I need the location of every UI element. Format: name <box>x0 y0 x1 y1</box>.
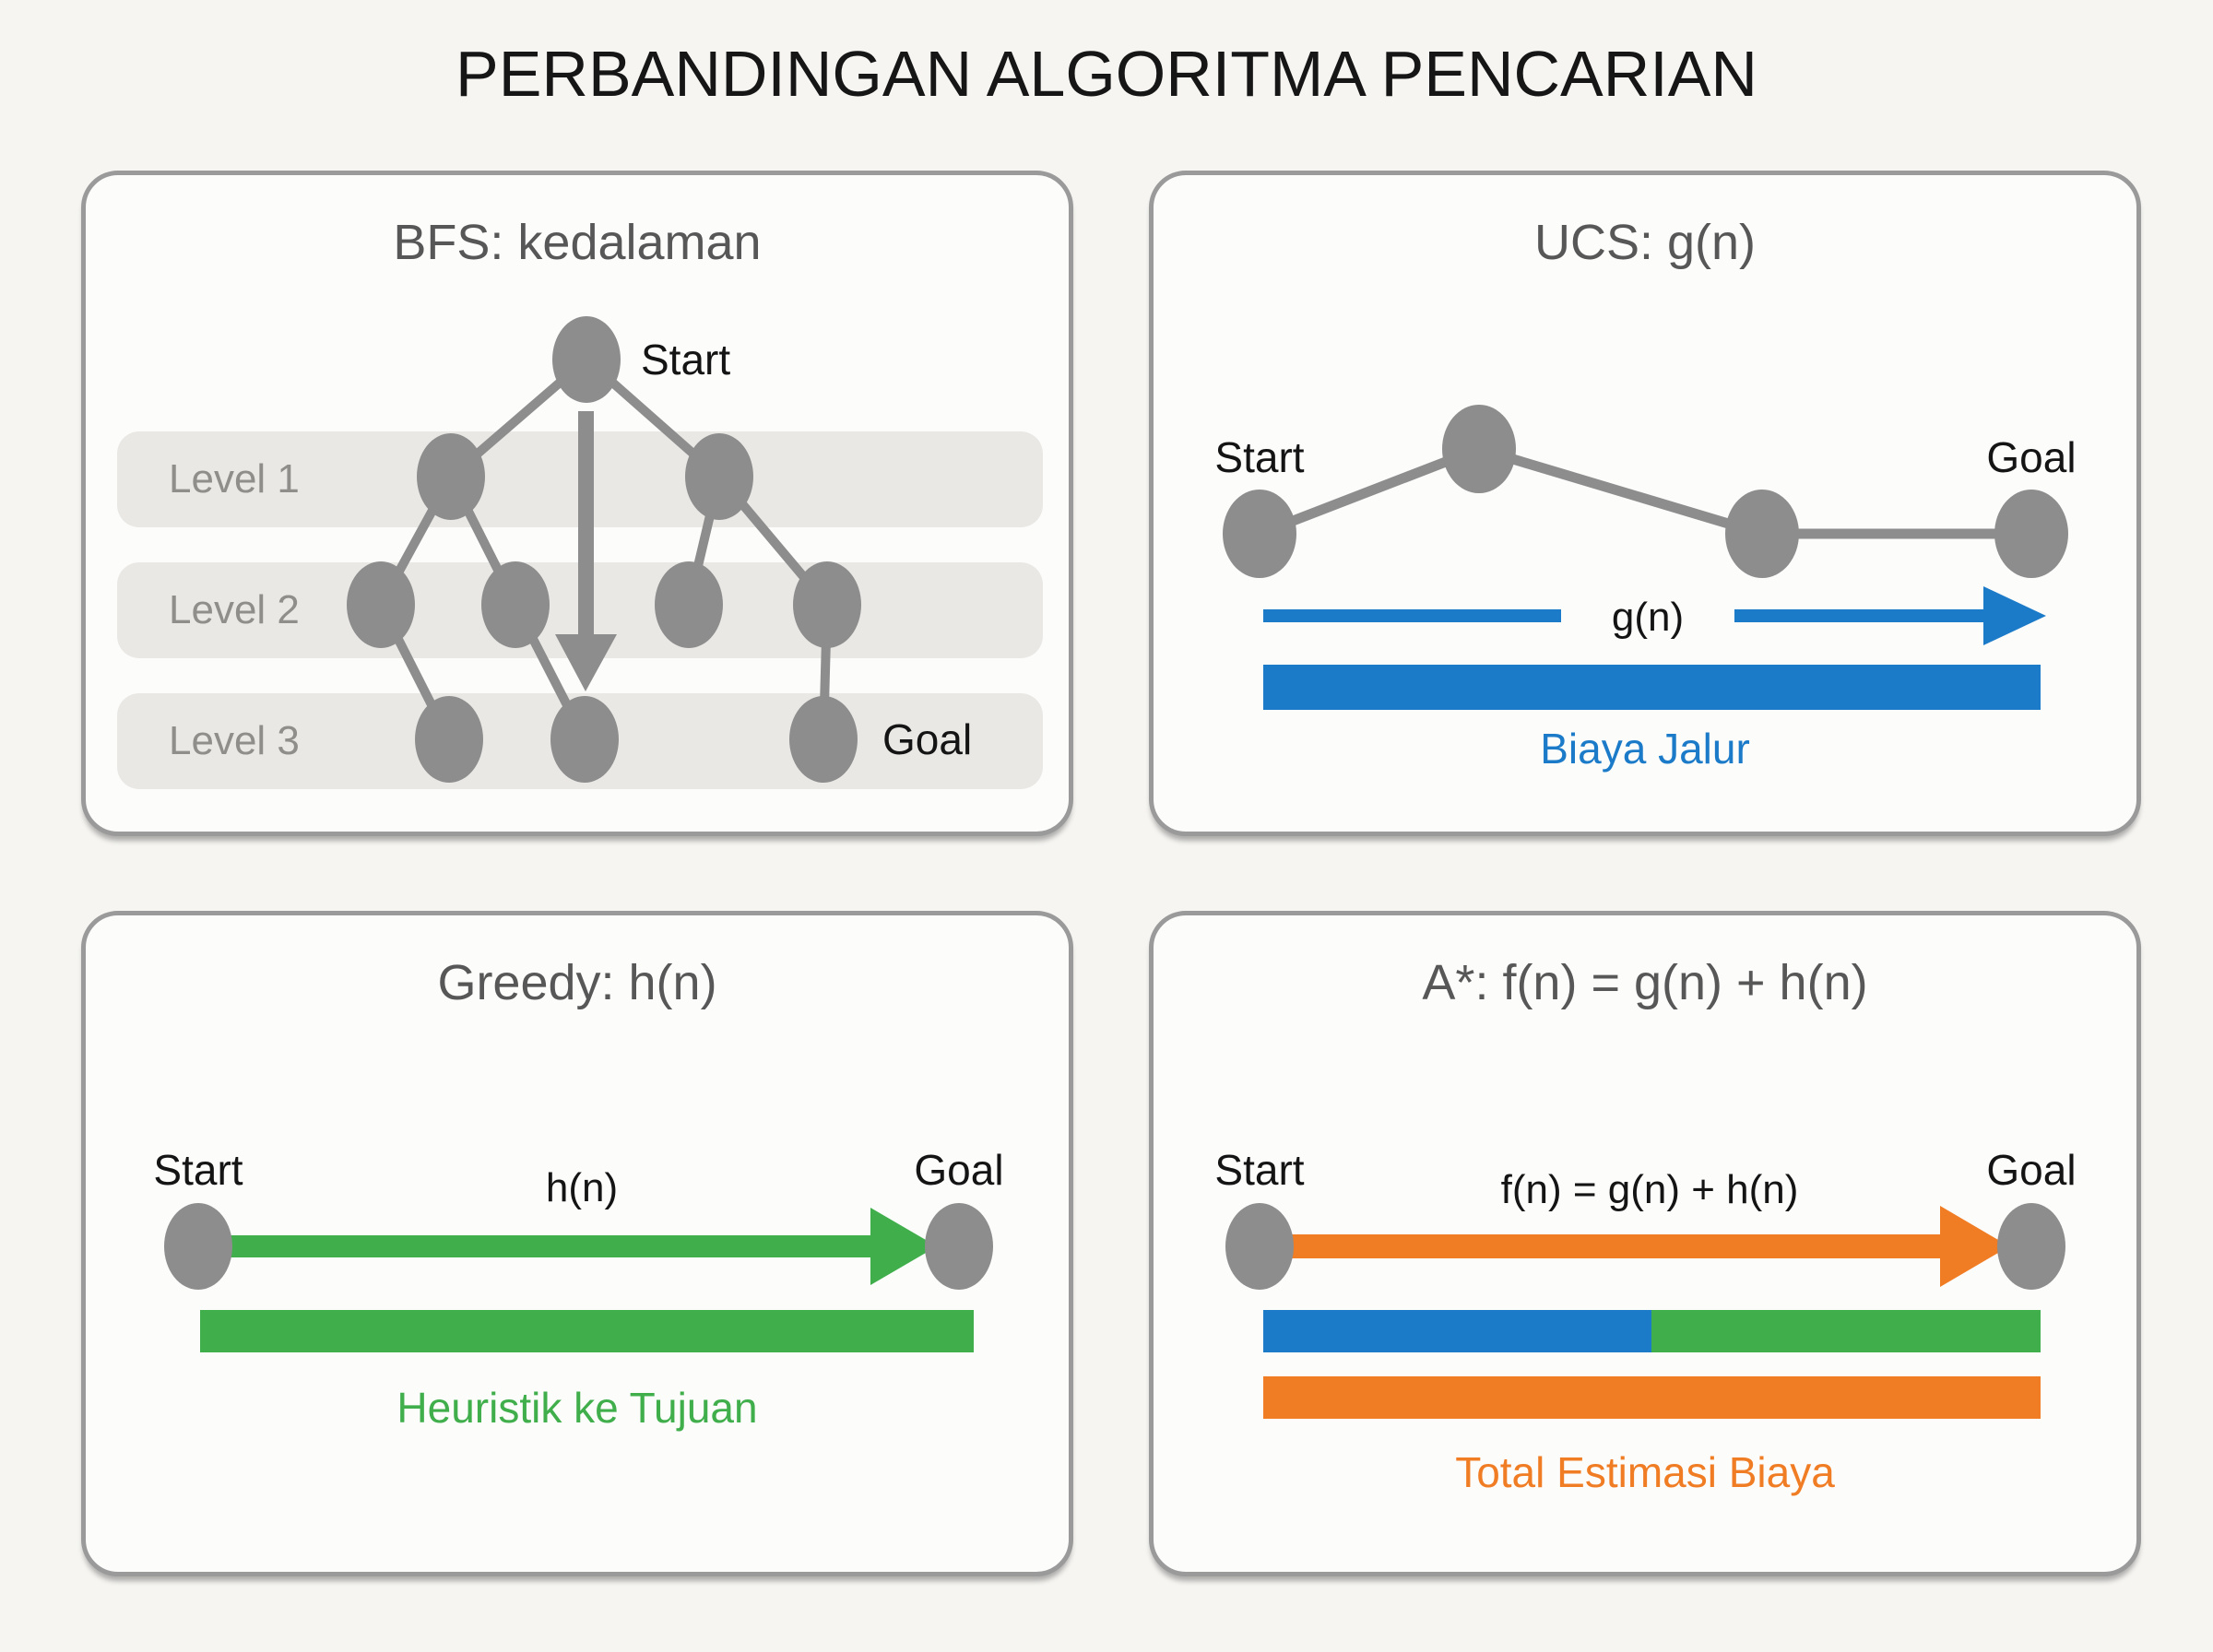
ucs-path-edges <box>1258 443 2031 539</box>
page-title: PERBANDINGAN ALGORITMA PENCARIAN <box>456 38 1757 110</box>
bfs-tree-nodes <box>347 316 861 783</box>
ucs-cost-arrow <box>1263 586 2046 645</box>
bfs-node <box>415 696 483 783</box>
bfs-node <box>481 561 550 648</box>
greedy-goal-node <box>925 1203 993 1290</box>
astar-total-arrow <box>1287 1206 2009 1287</box>
astar-start-label: Start <box>1214 1146 1304 1194</box>
greedy-start-node <box>164 1203 232 1290</box>
ucs-goal-label: Goal <box>1986 433 2076 481</box>
astar-diagram: Start Goal f(n) = g(n) + h(n) <box>1214 1146 2077 1290</box>
ucs-node <box>1442 405 1516 493</box>
astar-g-segment <box>1263 1310 1651 1352</box>
ucs-start-node <box>1223 490 1296 578</box>
greedy-panel-title: Greedy: h(n) <box>437 955 717 1010</box>
ucs-arrow-label: g(n) <box>1612 595 1684 640</box>
bfs-node <box>685 433 753 520</box>
greedy-arrow-label: h(n) <box>546 1165 618 1210</box>
panel-astar: A*: f(n) = g(n) + h(n) Start Goal f(n) =… <box>1149 911 2141 1576</box>
panel-greedy: Greedy: h(n) Start Goal h(n) Heuristik k… <box>81 911 1073 1576</box>
greedy-goal-label: Goal <box>914 1146 1003 1194</box>
astar-goal-node <box>1997 1203 2065 1290</box>
bfs-node <box>793 561 861 648</box>
bfs-level3-label: Level 3 <box>169 718 300 763</box>
astar-h-segment <box>1651 1310 2041 1352</box>
greedy-start-label: Start <box>153 1146 243 1194</box>
astar-caption: Total Estimasi Biaya <box>1455 1448 1835 1496</box>
greedy-diagram: Start Goal h(n) <box>153 1146 1004 1290</box>
astar-total-bar <box>1263 1376 2041 1419</box>
bfs-panel-title: BFS: kedalaman <box>393 215 762 270</box>
ucs-goal-node <box>1994 490 2068 578</box>
panel-bfs: BFS: kedalaman Level 1 Level 2 Level 3 <box>81 171 1073 836</box>
ucs-start-label: Start <box>1214 433 1304 481</box>
greedy-caption: Heuristik ke Tujuan <box>396 1384 758 1432</box>
bfs-tree-diagram: Start Goal <box>347 316 972 783</box>
ucs-cost-bar <box>1263 665 2041 710</box>
bfs-tree-edges <box>376 356 832 742</box>
bfs-depth-arrow <box>555 411 617 691</box>
greedy-nodes <box>164 1203 993 1290</box>
ucs-caption: Biaya Jalur <box>1540 725 1750 773</box>
astar-gh-bar <box>1263 1310 2041 1352</box>
bfs-level2-label: Level 2 <box>169 587 300 632</box>
bfs-start-label: Start <box>641 336 730 384</box>
astar-nodes <box>1225 1203 2065 1290</box>
greedy-heuristic-bar <box>200 1310 974 1352</box>
astar-panel-title: A*: f(n) = g(n) + h(n) <box>1422 955 1868 1010</box>
bfs-node <box>550 696 619 783</box>
ucs-panel-title: UCS: g(n) <box>1533 215 1757 270</box>
bfs-goal-label: Goal <box>882 715 972 763</box>
astar-goal-label: Goal <box>1986 1146 2076 1194</box>
ucs-path-nodes <box>1223 405 2068 578</box>
astar-arrow-label: f(n) = g(n) + h(n) <box>1501 1167 1799 1212</box>
bfs-node <box>347 561 415 648</box>
ucs-node <box>1725 490 1799 578</box>
greedy-heuristic-arrow <box>226 1208 937 1285</box>
bfs-level1-label: Level 1 <box>169 456 300 502</box>
bfs-goal-node <box>789 696 858 783</box>
panel-ucs: UCS: g(n) Start Goal g(n) Biaya Jalur <box>1149 171 2141 836</box>
ucs-path-diagram: Start Goal g(n) <box>1214 405 2077 645</box>
bfs-node <box>417 433 485 520</box>
bfs-node <box>655 561 723 648</box>
bfs-start-node <box>552 316 621 403</box>
astar-start-node <box>1225 1203 1294 1290</box>
